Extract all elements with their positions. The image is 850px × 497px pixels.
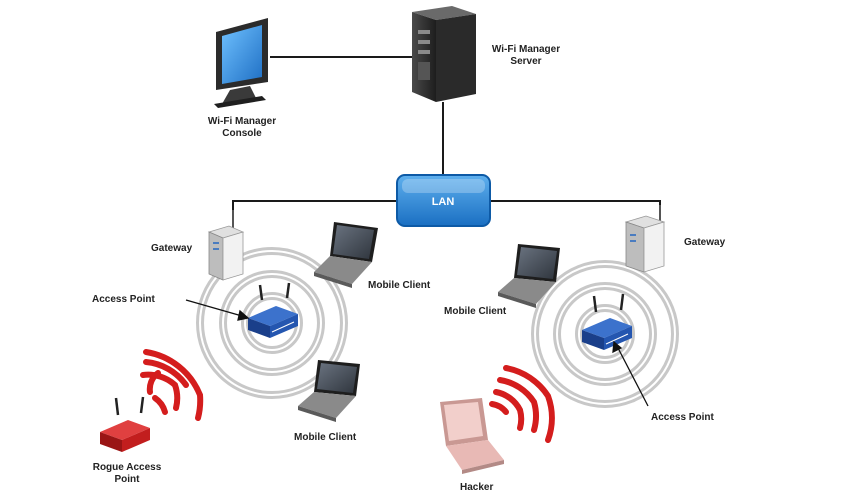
console-label: Wi-Fi Manager Console (207, 116, 277, 139)
rogue-access-point-label: Rogue Access Point (92, 462, 162, 485)
laptop-hacker-icon (440, 398, 504, 474)
lan-gateway-right-link (490, 200, 661, 222)
pointer-arrows (185, 299, 649, 407)
hacker-signal-waves (489, 365, 555, 443)
mobile-client-top-left-label: Mobile Client (368, 280, 431, 291)
laptop-mobile-client-bottom-left-icon (298, 360, 360, 422)
hacker-label: Hacker (460, 482, 494, 493)
lan-switch: LAN (396, 174, 491, 227)
wireless-router-right-icon (582, 293, 632, 350)
server-label: Wi-Fi Manager Server (491, 44, 561, 67)
gateway-left-icon (207, 210, 245, 281)
access-point-right-label: Access Point (651, 412, 714, 423)
mobile-client-right-label: Mobile Client (444, 306, 507, 317)
mobile-client-bottom-left-label: Mobile Client (294, 432, 357, 443)
laptop-mobile-client-top-left-icon (314, 222, 378, 288)
laptop-mobile-client-right-icon (498, 244, 560, 308)
gateway-left-label: Gateway (151, 243, 193, 254)
lan-label: LAN (432, 196, 455, 208)
rogue-signal-waves (140, 349, 204, 421)
rogue-router-icon (100, 396, 150, 452)
gateway-right-icon (624, 205, 666, 273)
access-point-left-label: Access Point (92, 294, 155, 305)
tower-server-icon (412, 6, 476, 102)
monitor-icon (214, 18, 268, 108)
gateway-right-label: Gateway (684, 237, 726, 248)
wireless-router-left-icon (248, 282, 298, 338)
